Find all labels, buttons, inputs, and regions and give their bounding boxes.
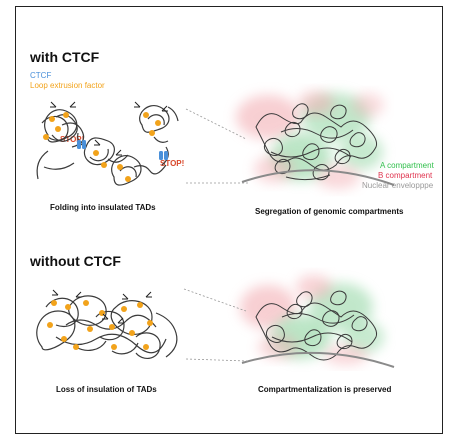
bottom-compartment-chromatin: [255, 290, 377, 361]
legend-nuclear-envelope: Nuclear envelopppe: [362, 181, 434, 190]
top-right-caption: Segregation of genomic compartments: [255, 207, 404, 216]
top-compartment-chromatin: [255, 103, 377, 181]
bottom-right-caption: Compartmentalization is preserved: [258, 385, 392, 394]
figure-frame: with CTCF CTCF Loop extrusion factor STO…: [15, 6, 443, 434]
bottom-extrusion-arrows: [52, 289, 152, 324]
top-compartment-cloud: [236, 91, 384, 189]
bottom-tads-chromatin: [36, 295, 178, 359]
stop-label-right: STOP!: [160, 159, 185, 168]
top-ctcf-markers: [77, 140, 168, 160]
top-left-caption: Folding into insulated TADs: [50, 203, 156, 212]
bottom-nuclear-envelope: [241, 351, 395, 368]
legend-b-compartment: B compartment: [378, 171, 433, 180]
bottom-compartment-cloud: [240, 275, 384, 365]
top-extrusion-markers: [43, 112, 161, 182]
top-section-title: with CTCF: [30, 49, 100, 65]
bottom-extrusion-markers: [47, 300, 153, 350]
top-nuclear-envelope: [241, 169, 395, 186]
bottom-dashed-guides: [183, 288, 249, 362]
bottom-section-title: without CTCF: [30, 253, 121, 269]
top-extrusion-arrows: [50, 101, 168, 156]
legend-a-compartment: A compartment: [380, 161, 434, 170]
top-dashed-guides: [185, 108, 248, 184]
diagram-drawing: [36, 91, 395, 368]
legend-extrusion-label: Loop extrusion factor: [30, 81, 105, 90]
stop-label-left: STOP!: [60, 135, 85, 144]
bottom-left-caption: Loss of insulation of TADs: [56, 385, 157, 394]
top-tads-chromatin: [36, 105, 179, 186]
legend-ctcf-label: CTCF: [30, 71, 52, 80]
